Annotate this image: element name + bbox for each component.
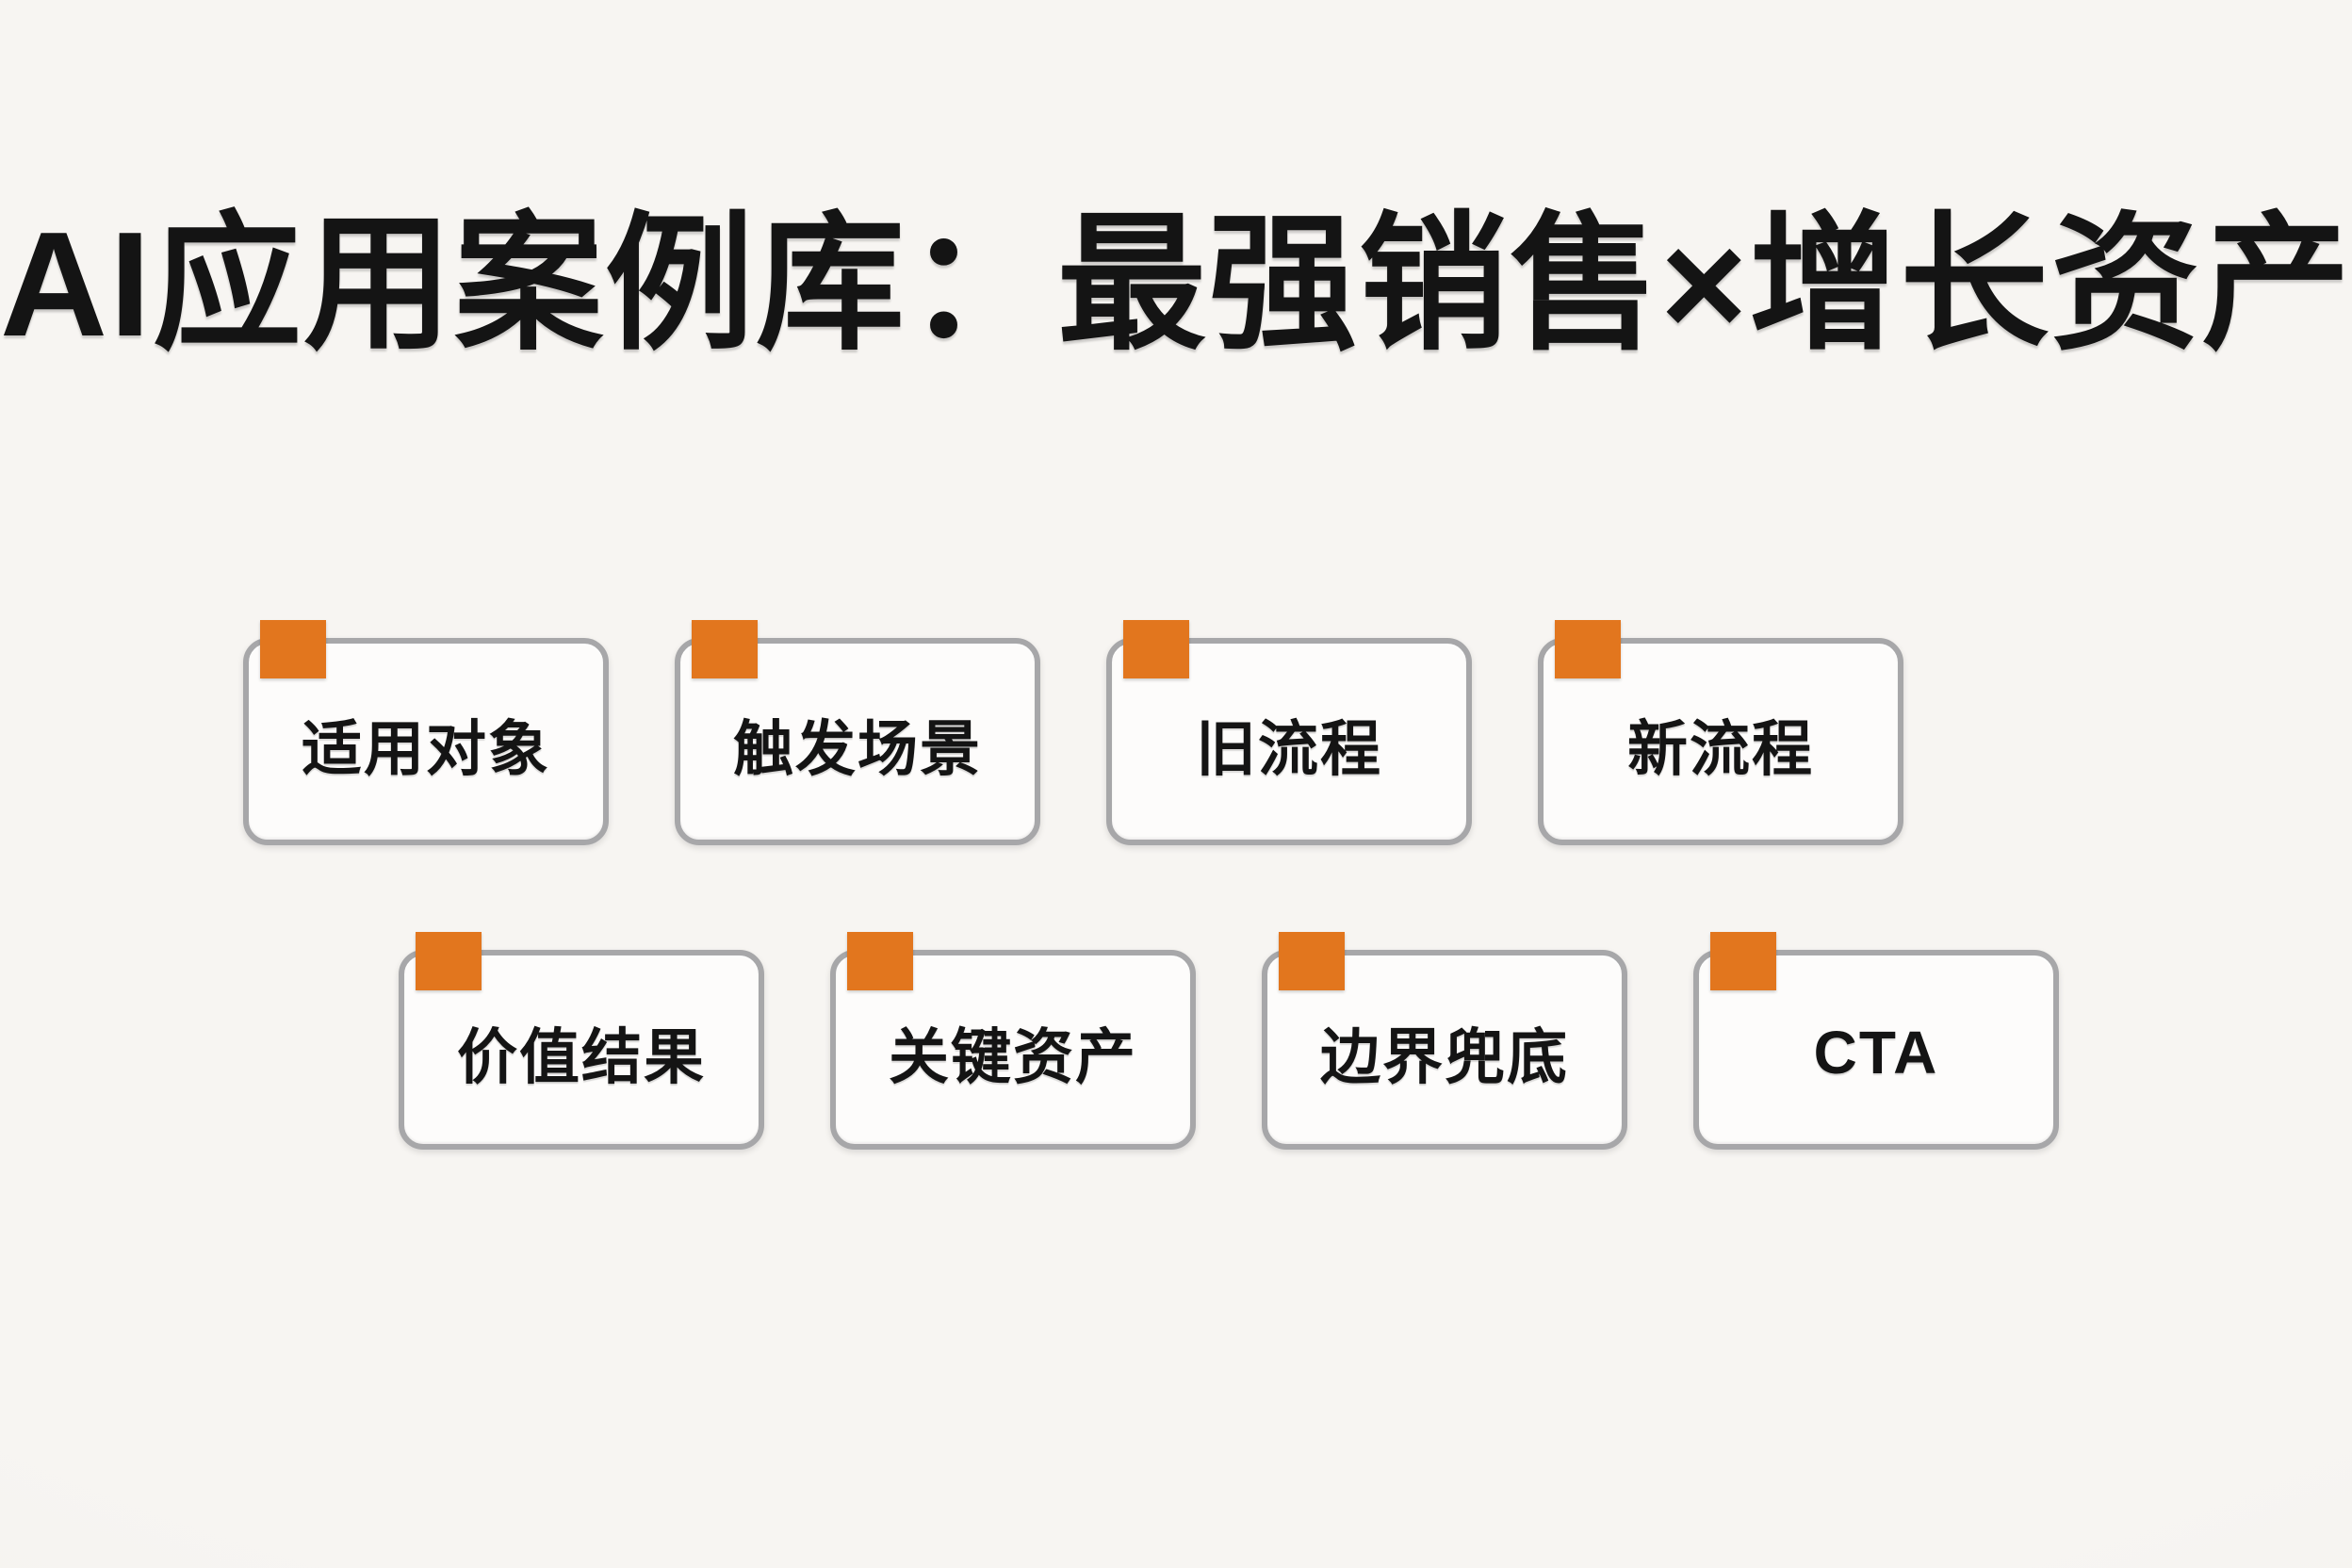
orange-square-marker-icon <box>847 932 913 990</box>
card-label: CTA <box>1813 1019 1939 1086</box>
orange-square-marker-icon <box>1710 932 1776 990</box>
card-value-result: 价值结果 <box>399 932 764 1150</box>
card-label: 旧流程 <box>1196 715 1382 783</box>
card-cta: CTA <box>1693 932 2059 1150</box>
card-new-process: 新流程 <box>1538 620 1903 845</box>
orange-square-marker-icon <box>1555 620 1621 678</box>
orange-square-marker-icon <box>1123 620 1189 678</box>
card-label: 边界兜底 <box>1320 1023 1569 1091</box>
card-boundary-fallback: 边界兜底 <box>1262 932 1627 1150</box>
card-row-2: 价值结果 关键资产 边界兜底 CTA <box>399 932 2059 1150</box>
card-key-asset: 关键资产 <box>830 932 1196 1150</box>
card-label: 价值结果 <box>457 1023 706 1091</box>
orange-square-marker-icon <box>692 620 758 678</box>
card-target-audience: 适用对象 <box>243 620 609 845</box>
orange-square-marker-icon <box>260 620 326 678</box>
card-trigger-scenario: 触发场景 <box>675 620 1040 845</box>
card-label: 适用对象 <box>302 715 550 783</box>
orange-square-marker-icon <box>1279 932 1345 990</box>
card-label: 新流程 <box>1627 715 1814 783</box>
card-label: 关键资产 <box>889 1023 1137 1091</box>
orange-square-marker-icon <box>416 932 482 990</box>
card-label: 触发场景 <box>733 715 982 783</box>
card-row-1: 适用对象 触发场景 旧流程 新流程 <box>243 620 1903 845</box>
page-title: AI应用案例库：最强销售×增长资产 <box>0 201 2352 368</box>
card-old-process: 旧流程 <box>1106 620 1472 845</box>
